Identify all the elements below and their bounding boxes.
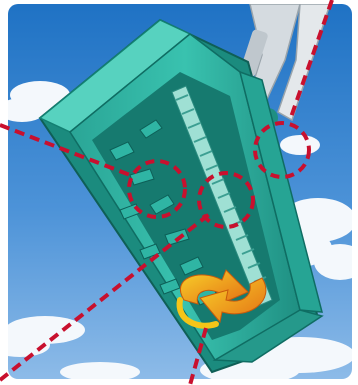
illustration [0,0,358,385]
